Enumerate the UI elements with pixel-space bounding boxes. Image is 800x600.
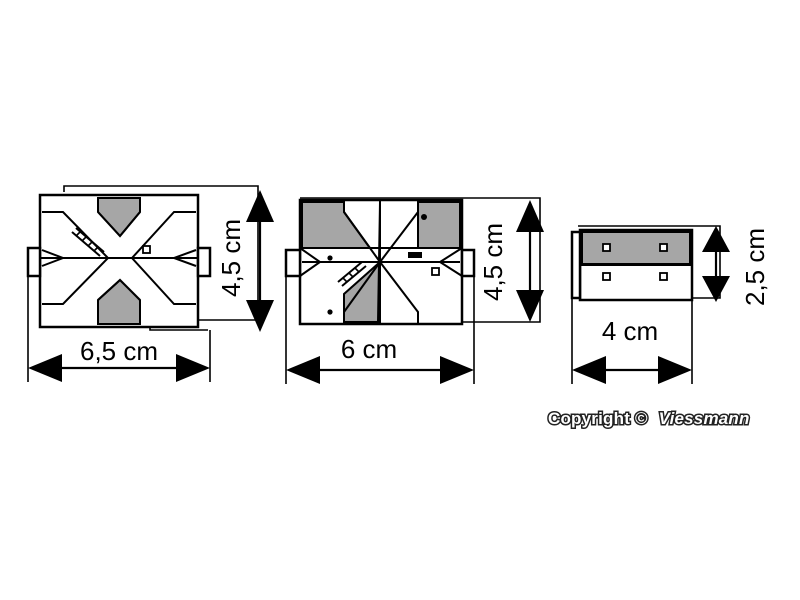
building-1-height-dimension: 4,5 cm <box>216 190 274 332</box>
copyright-prefix: Copyright © <box>548 409 648 428</box>
copyright-brand: Viessmann <box>659 409 750 428</box>
building-2-width-label: 6 cm <box>341 334 397 364</box>
building-3-height-dimension: 2,5 cm <box>702 226 770 306</box>
building-3-width-label: 4 cm <box>602 316 658 346</box>
building-1-plan <box>26 185 259 331</box>
building-3-width-dimension: 4 cm <box>571 298 693 384</box>
building-2-width-dimension: 6 cm <box>285 276 475 384</box>
building-3-plan <box>570 225 721 302</box>
building-1-width-label: 6,5 cm <box>80 336 158 366</box>
ladder-icon <box>71 227 105 257</box>
copyright-notice: Copyright © Viessmann <box>547 408 751 430</box>
chimney-icon <box>431 267 440 276</box>
svg-text:Copyright © Viessmann: Copyright © Viessmann <box>548 409 750 428</box>
building-1-height-label: 4,5 cm <box>216 219 246 297</box>
ladder-icon <box>337 261 367 287</box>
building-3-height-label: 2,5 cm <box>740 228 770 306</box>
building-2-height-label: 4,5 cm <box>478 223 508 301</box>
building-1-width-dimension: 6,5 cm <box>27 276 211 382</box>
building-2-plan <box>284 197 541 326</box>
chimney-icon <box>142 245 151 254</box>
building-2-height-dimension: 4,5 cm <box>478 200 544 322</box>
